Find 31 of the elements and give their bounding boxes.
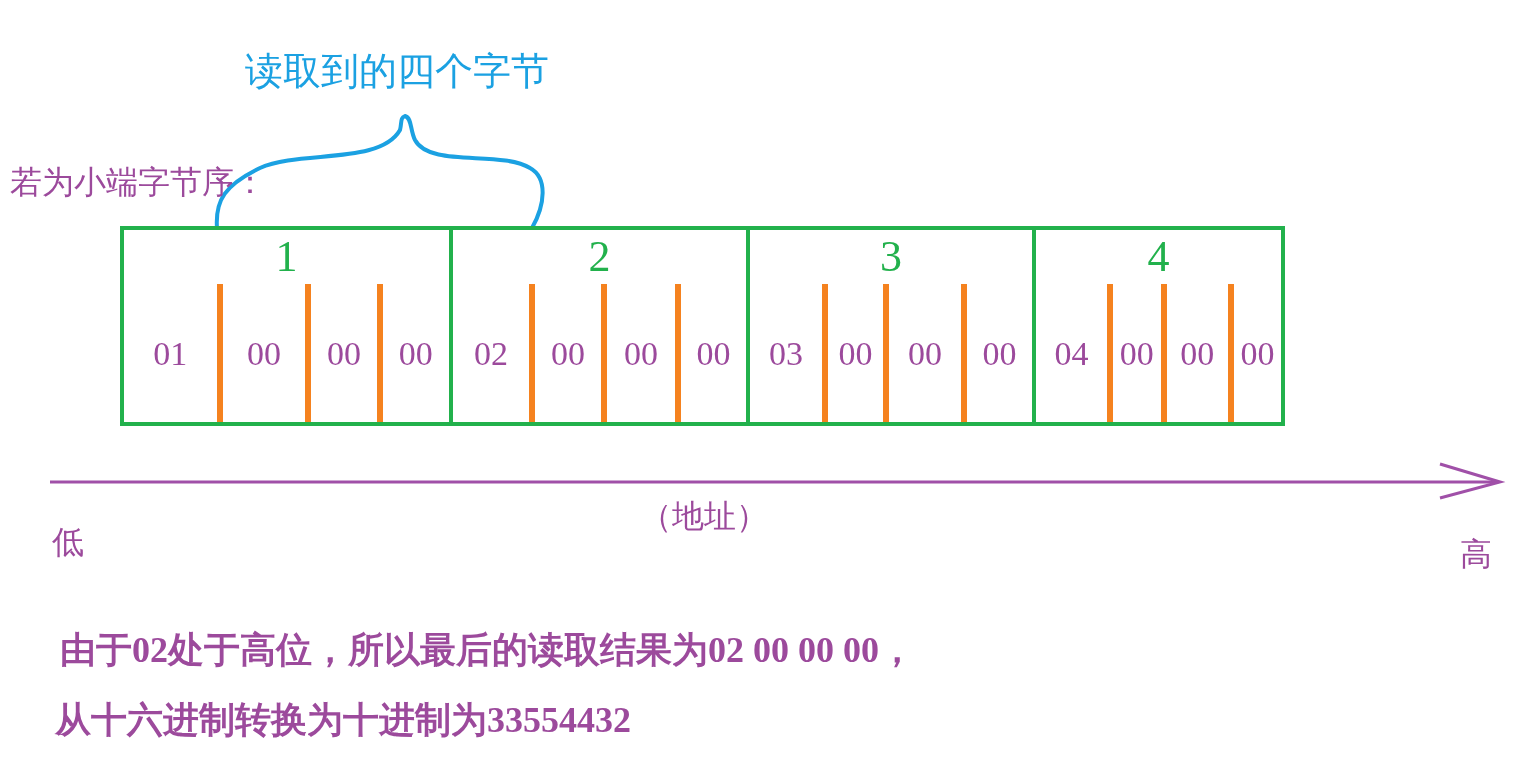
byte-value: 00 [398, 333, 433, 374]
group-number: 2 [588, 235, 611, 279]
byte-value: 04 [1054, 333, 1089, 374]
heading-text: 若为小端字节序： [10, 163, 266, 202]
axis-label: （地址） [640, 497, 768, 536]
group-number: 1 [275, 235, 298, 279]
byte-value: 00 [838, 333, 873, 374]
note-text: 从十六进制转换为十进制为33554432 [55, 699, 631, 742]
word-group-box [453, 226, 750, 426]
word-group-box [1036, 226, 1285, 426]
byte-value: 00 [1180, 333, 1215, 374]
brace-label: 读取到的四个字节 [245, 49, 549, 94]
note-text: 由于02处于高位，所以最后的读取结果为02 00 00 00， [60, 629, 915, 672]
byte-value: 03 [768, 333, 803, 374]
byte-value: 00 [1240, 333, 1275, 374]
byte-value: 02 [473, 333, 508, 374]
byte-value: 00 [982, 333, 1017, 374]
byte-value: 00 [327, 333, 362, 374]
byte-value: 00 [550, 333, 585, 374]
byte-value: 01 [153, 333, 188, 374]
word-group-box [750, 226, 1036, 426]
byte-value: 00 [623, 333, 658, 374]
byte-value: 00 [1119, 333, 1154, 374]
byte-value: 00 [696, 333, 731, 374]
byte-value: 00 [908, 333, 943, 374]
axis-label: 高 [1460, 535, 1492, 574]
group-number: 3 [880, 235, 902, 279]
word-group-box [120, 226, 453, 426]
byte-value: 00 [247, 333, 281, 374]
axis-label: 低 [52, 523, 84, 562]
group-number: 4 [1147, 235, 1170, 279]
